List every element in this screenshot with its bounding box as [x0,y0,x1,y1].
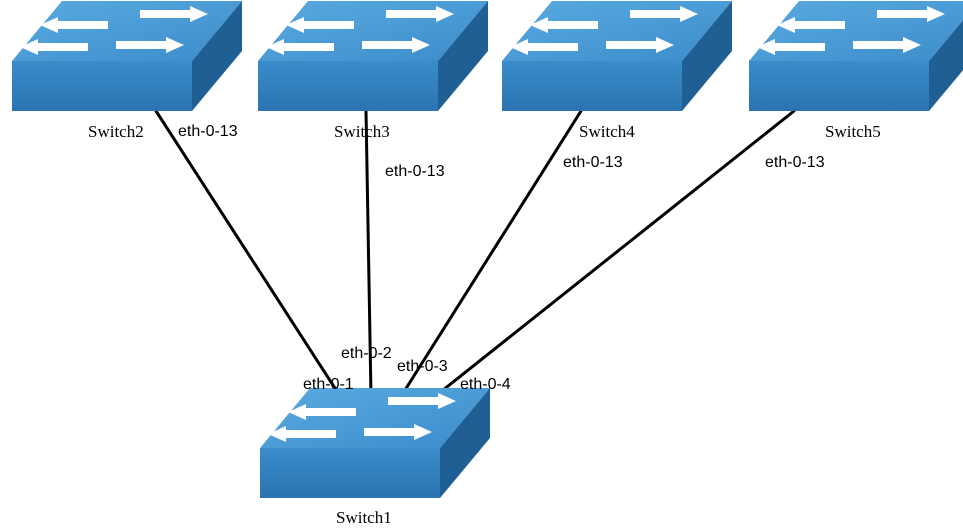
switch3-network-switch-icon[interactable] [258,1,488,111]
switch3-port-label: eth-0-13 [385,163,445,180]
switch5-port-label: eth-0-13 [765,154,825,171]
switch1-port4-label: eth-0-4 [460,376,511,393]
switch4-port-label: eth-0-13 [563,154,623,171]
switch1-port2-label: eth-0-2 [341,345,392,362]
link-switch1-switch5 [431,109,796,400]
switch2-port-label: eth-0-13 [178,123,238,140]
switch3-label: Switch3 [334,122,390,141]
switch2-label: Switch2 [88,122,144,141]
link-switch1-switch2 [154,109,342,398]
switch2-network-switch-icon[interactable] [12,1,242,111]
link-switch1-switch3 [364,109,373,398]
switch1-network-switch-icon[interactable] [260,388,490,498]
switch1-label: Switch1 [336,508,392,527]
switch4-label: Switch4 [579,122,635,141]
link-switch1-switch4 [398,109,583,400]
switch5-network-switch-icon[interactable] [749,1,963,111]
switch4-network-switch-icon[interactable] [502,1,732,111]
switch1-port1-label: eth-0-1 [303,376,354,393]
switch1-port3-label: eth-0-3 [397,358,448,375]
switch5-label: Switch5 [825,122,881,141]
